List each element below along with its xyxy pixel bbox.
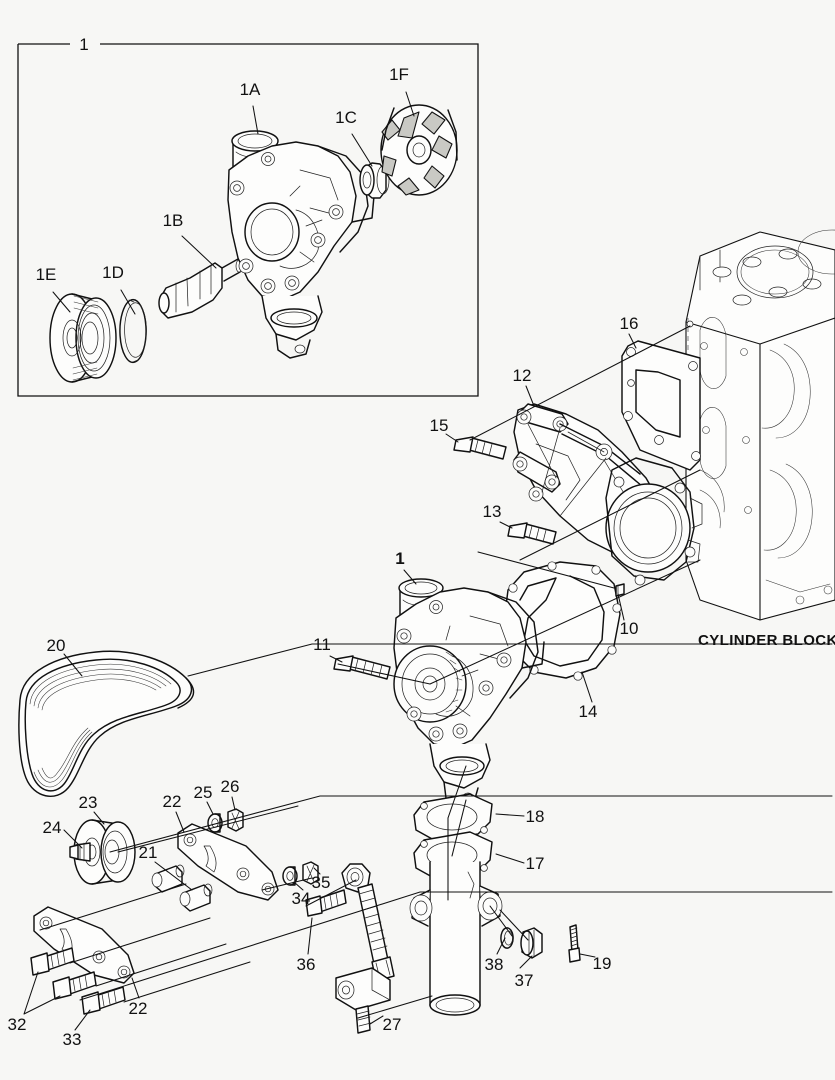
callout-23: 23 bbox=[79, 793, 98, 812]
part-water-pump-assembly-1 bbox=[393, 578, 545, 807]
callout-19: 19 bbox=[593, 954, 612, 973]
part-pump-pulley-1E bbox=[49, 293, 117, 383]
part-idler-pulley-bolt-24 bbox=[69, 842, 91, 862]
part-nut-26 bbox=[227, 808, 244, 832]
callout-1-inset: 1 bbox=[79, 35, 88, 54]
callout-1E: 1E bbox=[36, 265, 57, 284]
part-o-ring-38 bbox=[500, 927, 514, 949]
callout-21: 21 bbox=[139, 843, 158, 862]
part-plug-37 bbox=[520, 927, 543, 959]
part-pump-housing-1A bbox=[227, 130, 375, 359]
part-bolt-36 bbox=[305, 889, 347, 917]
callout-13: 13 bbox=[483, 502, 502, 521]
part-belt-tension-adjuster-27 bbox=[335, 863, 395, 1034]
callout-1F: 1F bbox=[389, 65, 409, 84]
part-bolt-19 bbox=[568, 924, 581, 963]
part-spacer-21 bbox=[151, 864, 213, 912]
part-idler-pulley-23 bbox=[73, 819, 136, 885]
callout-leader-lines bbox=[23, 333, 637, 1031]
part-dowel-pin-10 bbox=[615, 583, 625, 597]
part-water-inlet-pipe bbox=[409, 793, 503, 1016]
callout-36: 36 bbox=[297, 955, 316, 974]
assembly-guide-lines bbox=[39, 325, 833, 1019]
callout-32: 32 bbox=[8, 1015, 27, 1034]
part-bolt-32-b bbox=[52, 971, 97, 1000]
part-drive-belt-20 bbox=[18, 650, 195, 797]
part-bracket-gasket-16 bbox=[621, 340, 701, 471]
callout-labels: 16 12 15 13 1 11 10 14 18 17 19 20 21 22… bbox=[8, 314, 639, 1049]
part-bolt-15 bbox=[453, 436, 507, 460]
callout-22-lower: 22 bbox=[129, 999, 148, 1018]
callout-22-upper: 22 bbox=[163, 792, 182, 811]
callout-12: 12 bbox=[513, 366, 532, 385]
callout-18: 18 bbox=[526, 807, 545, 826]
callout-15: 15 bbox=[430, 416, 449, 435]
callout-20: 20 bbox=[47, 636, 66, 655]
part-impeller-1F bbox=[380, 104, 458, 196]
inset-box-water-pump-assembly bbox=[17, 43, 479, 397]
callout-1-main: 1 bbox=[395, 549, 404, 568]
callout-37: 37 bbox=[515, 971, 534, 990]
callout-1D: 1D bbox=[102, 263, 124, 282]
part-idler-bracket-22-upper bbox=[177, 823, 279, 901]
part-snap-ring-1D bbox=[119, 298, 147, 364]
callout-38: 38 bbox=[485, 955, 504, 974]
callout-26: 26 bbox=[221, 777, 240, 796]
callout-11: 11 bbox=[313, 635, 331, 654]
callout-16: 16 bbox=[620, 314, 639, 333]
callout-17: 17 bbox=[526, 854, 545, 873]
callout-27: 27 bbox=[383, 1015, 402, 1034]
callout-1A: 1A bbox=[240, 80, 261, 99]
label-cylinder-block: CYLINDER BLOCK bbox=[698, 632, 835, 649]
part-bolt-32-a bbox=[30, 947, 75, 976]
inset-callout-labels: 1A 1B 1C 1D 1E 1F 1 bbox=[36, 35, 409, 284]
part-idler-bracket-22-lower bbox=[33, 906, 135, 984]
callout-24: 24 bbox=[43, 818, 62, 837]
part-washer-34 bbox=[282, 866, 298, 886]
callout-14: 14 bbox=[579, 702, 598, 721]
callout-25: 25 bbox=[194, 783, 213, 802]
callout-1B: 1B bbox=[163, 211, 184, 230]
callout-1C: 1C bbox=[335, 108, 357, 127]
callout-34: 34 bbox=[292, 889, 311, 908]
callout-33: 33 bbox=[63, 1030, 82, 1049]
part-cylinder-block bbox=[685, 229, 835, 621]
inset-leader-lines bbox=[52, 91, 415, 315]
part-nut-35 bbox=[302, 861, 319, 885]
callout-35: 35 bbox=[312, 873, 331, 892]
callout-10: 10 bbox=[620, 619, 639, 638]
part-seal-1C bbox=[359, 162, 390, 199]
